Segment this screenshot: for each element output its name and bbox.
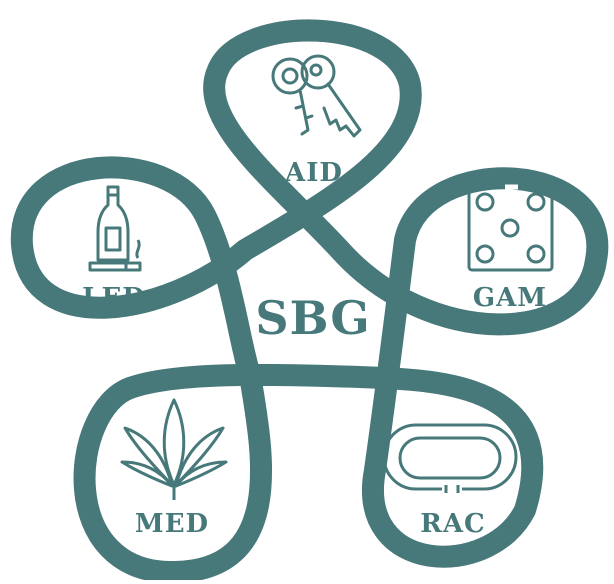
race-track-icon xyxy=(382,423,518,493)
keys-icon xyxy=(271,54,362,138)
petal-label-med: MED xyxy=(134,509,210,539)
petal-label-aid: AID xyxy=(285,158,343,188)
cannabis-leaf-icon xyxy=(120,398,228,500)
bottle-cigarette-icon xyxy=(88,185,142,272)
petal-label-led: LED xyxy=(82,283,146,313)
petal-label-rac: RAC xyxy=(420,509,486,539)
petal-knot-outline xyxy=(10,19,609,584)
dice-icon xyxy=(467,184,554,272)
petal-label-gam: GAM xyxy=(472,283,548,313)
center-label: SBG xyxy=(255,291,371,345)
